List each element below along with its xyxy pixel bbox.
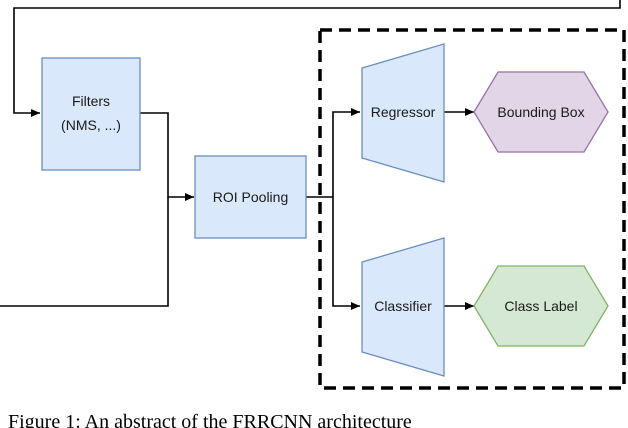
regressor-node: Regressor	[361, 43, 445, 183]
roi-pooling-node: ROI Pooling	[194, 155, 307, 239]
input-to-roi-arrow	[0, 197, 169, 307]
filters-to-roi-arrow	[140, 112, 194, 201]
classifier-label: Classifier	[374, 298, 432, 314]
feedback-arrow-to-filters	[13, 0, 621, 117]
detection-head-container	[318, 28, 626, 390]
split-to-regressor-arrow	[332, 108, 360, 197]
regressor-label: Regressor	[371, 104, 436, 120]
roi-pooling-label: ROI Pooling	[213, 189, 288, 205]
filters-sublabel: (NMS, ...)	[61, 117, 121, 133]
bounding-box-label: Bounding Box	[497, 104, 584, 120]
bounding-box-node: Bounding Box	[473, 71, 609, 153]
classifier-node: Classifier	[361, 237, 445, 377]
filters-node: Filters (NMS, ...)	[41, 57, 141, 171]
class-label-label: Class Label	[504, 298, 577, 314]
class-label-node: Class Label	[473, 265, 609, 347]
filters-label: Filters	[72, 93, 110, 109]
split-to-classifier-arrow	[332, 197, 360, 310]
figure-caption: Figure 1: An abstract of the FRRCNN arch…	[8, 412, 412, 428]
architecture-diagram: Filters (NMS, ...) ROI Pooling Regressor…	[0, 0, 626, 390]
